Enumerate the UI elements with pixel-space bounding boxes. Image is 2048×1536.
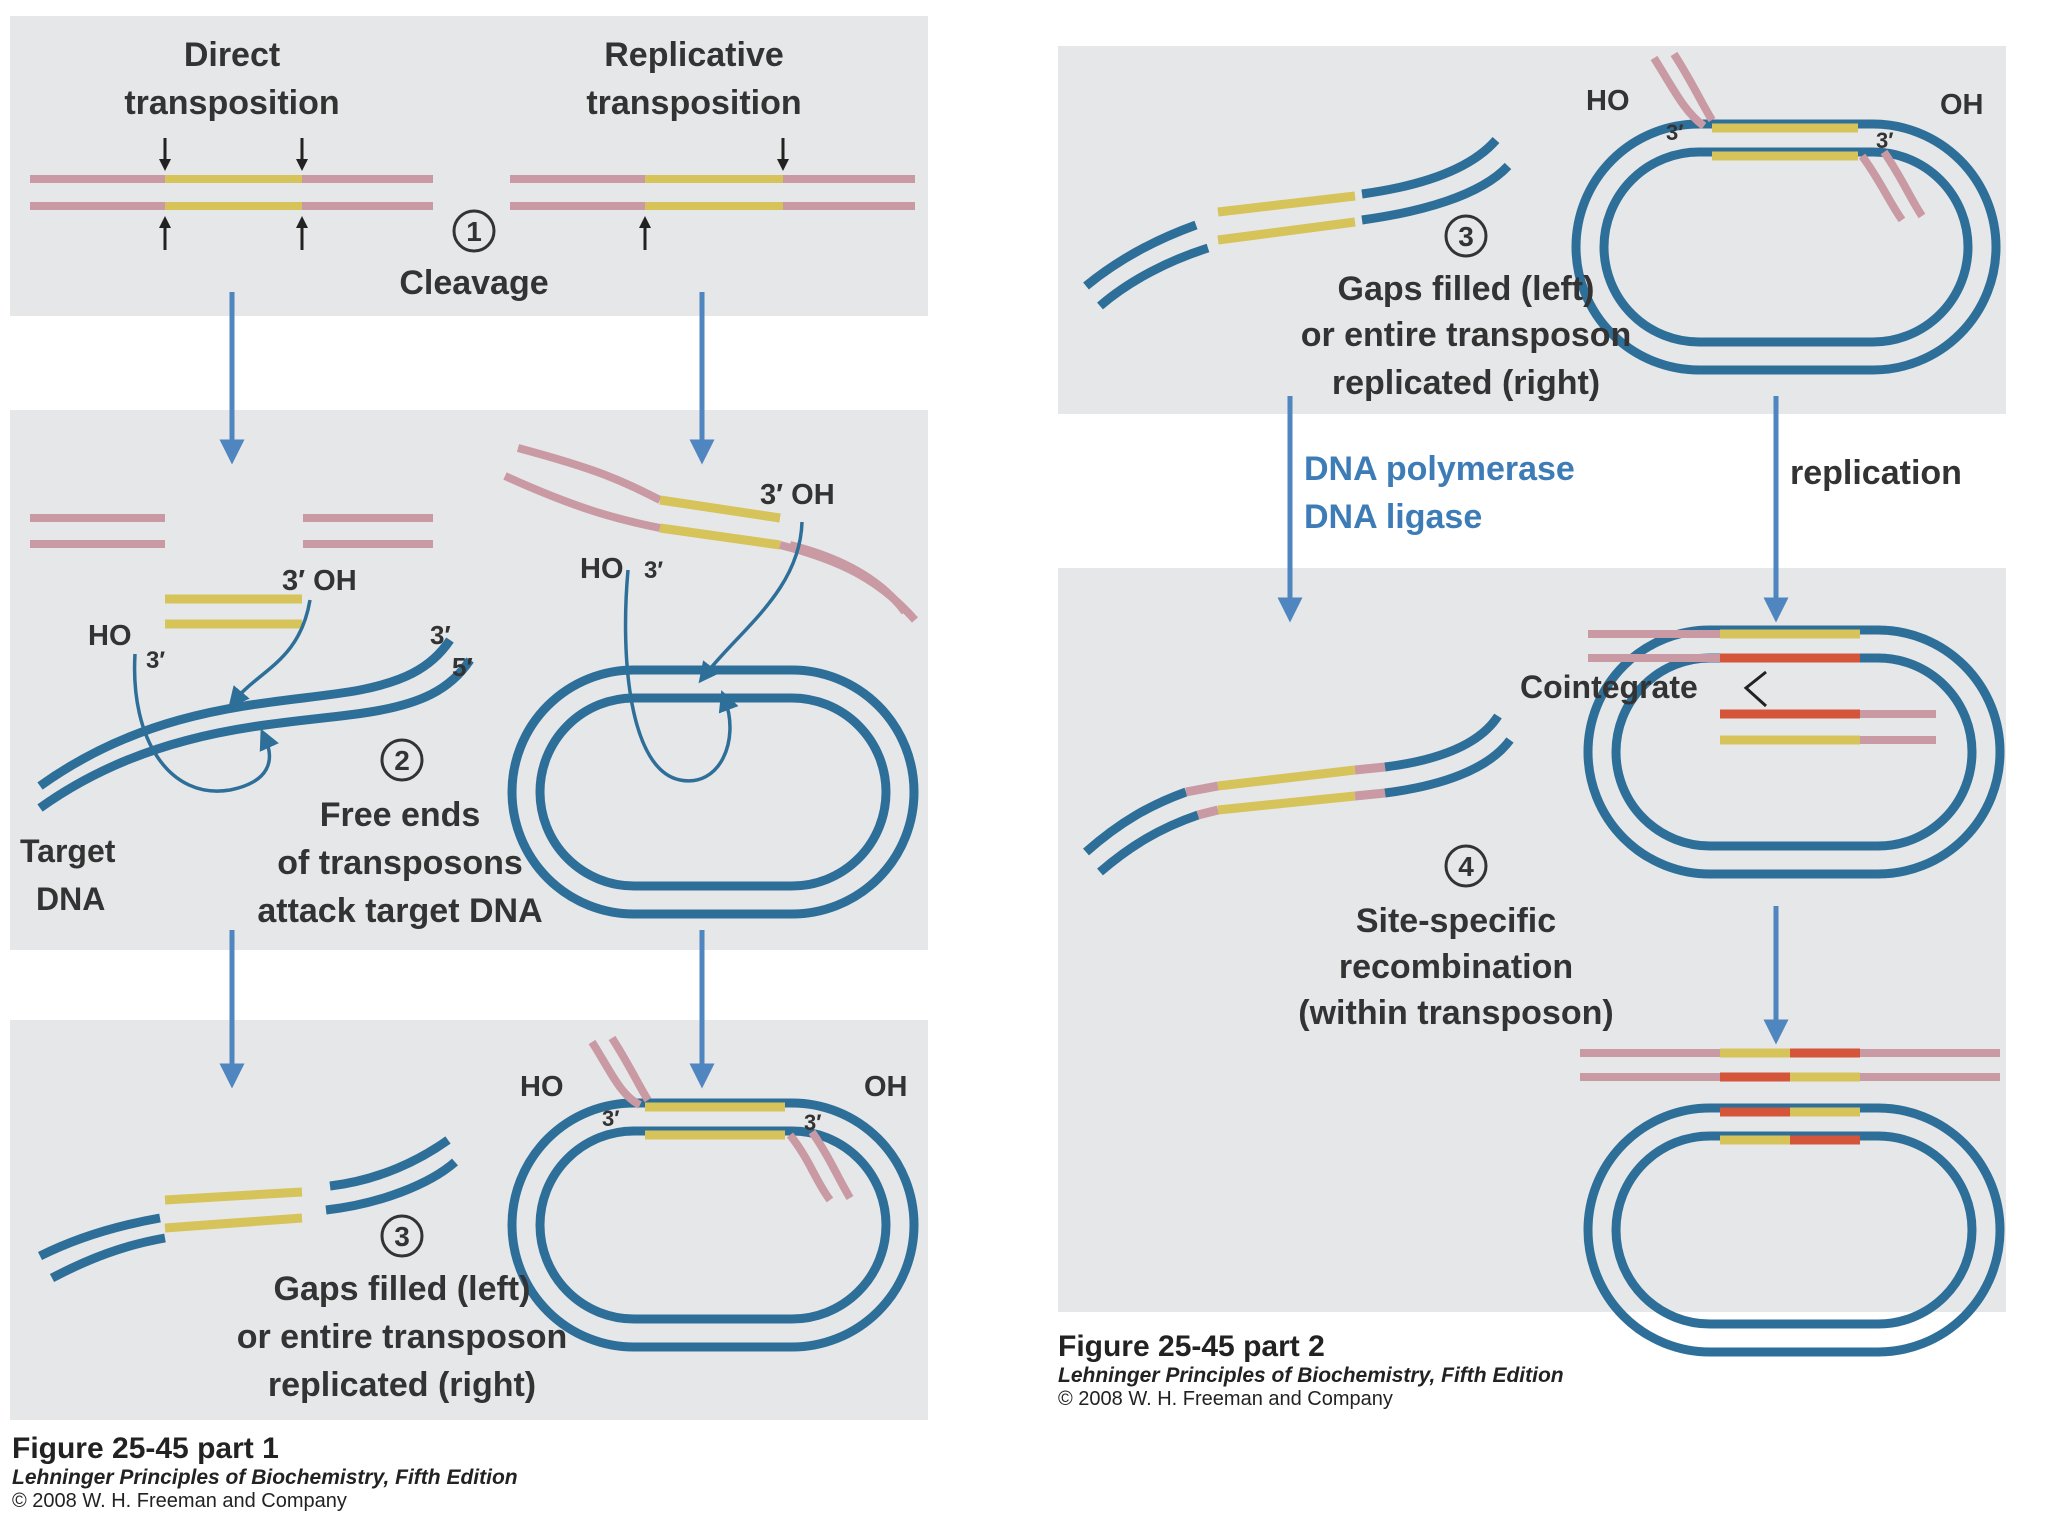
replicative-attack-arrow-left [623,569,739,783]
p2-step3-3prime-left: 3′ [1666,120,1684,145]
step2-number: 2 [394,745,410,776]
panel-p2-step4 [1058,568,2006,1312]
step2-label-line2: of transposons [277,844,523,882]
col-direct-line2: transposition [124,84,339,122]
caption-part1-copyright: © 2008 W. H. Freeman and Company [12,1490,347,1512]
direct-end-ho: HO [88,620,132,652]
replicative-attack-arrow-right [698,521,804,684]
p2-step4-number: 4 [1458,851,1474,882]
caption-part2-copyright: © 2008 W. H. Freeman and Company [1058,1388,1393,1410]
p2-step4-label-line3: (within transposon) [1298,994,1613,1032]
direct-free-transposon [165,594,302,629]
p1-step3-3prime-left: 3′ [602,1106,620,1131]
p1-step3-label-line3: replicated (right) [268,1366,536,1404]
recombination-product-plasmid [1583,1103,2005,1357]
caption-part2: Figure 25-45 part 2 Lehninger Principles… [1058,1330,1564,1411]
p1-step3-label-line1: Gaps filled (left) [274,1270,531,1308]
p2-step4-left-product [1083,713,1514,876]
p1-step3-oh: OH [864,1071,908,1103]
p2-step4-marker: 4 [1444,844,1488,888]
replicative-end-ho: HO [580,553,624,585]
cointegrate-structure [1583,625,2005,879]
p2-step3-ho: HO [1586,85,1630,117]
target-dna [37,637,474,812]
panel-p1-step3 [10,1020,928,1420]
p2-step3-oh: OH [1940,89,1984,121]
flow-arrows-p2-a [1277,396,1789,623]
p1-step3-marker: 3 [380,1214,424,1258]
replicative-end-3prime: 3′ [644,557,663,584]
col-replicative-line1: Replicative [604,36,784,74]
step1-number: 1 [466,216,482,247]
p2-step4-label-line1: Site-specific [1356,902,1556,940]
replicative-cleaved-duplex [503,444,919,623]
caption-part1-book: Lehninger Principles of Biochemistry, Fi… [12,1466,518,1489]
step2-label-line1: Free ends [320,796,481,834]
direct-cleavage-arrows [159,138,308,250]
cointegrate-bracket [1743,670,1768,708]
target-label-line1: Target [20,833,116,869]
p2-step3-label-line2: or entire transposon [1301,316,1632,354]
step2-marker: 2 [380,738,424,782]
enzyme-label-ligase: DNA ligase [1304,498,1482,536]
flow-arrows-p1-a [219,292,715,465]
step1-label: Cleavage [399,264,548,302]
direct-attack-arrow-left [132,653,279,793]
col-replicative-line2: transposition [586,84,801,122]
p2-step3-label-line1: Gaps filled (left) [1338,270,1595,308]
replication-label: replication [1790,454,1962,492]
direct-dna-duplex [30,175,433,210]
replicative-dna-duplex [510,175,915,210]
caption-part2-title: Figure 25-45 part 2 [1058,1330,1325,1363]
col-direct-line1: Direct [184,36,280,74]
direct-excised-host-ends [30,514,433,548]
replicative-step3-plasmid [507,1035,919,1352]
p1-step3-ho: HO [520,1071,564,1103]
step2-label-line3: attack target DNA [257,892,542,930]
flow-arrows-p1-b [219,930,715,1089]
direct-step3-product [37,1136,458,1282]
p2-step3-marker: 3 [1444,214,1488,258]
recombination-product-linear [1580,1048,2000,1082]
panel-p2-step3 [1058,46,2006,414]
target-5prime: 5′ [452,652,473,682]
direct-end-3oh: 3′ OH [282,565,357,597]
p2-step4-label-line2: recombination [1339,948,1573,986]
step1-marker: 1 [452,209,496,253]
target-3prime: 3′ [430,620,451,650]
enzyme-label-polymerase: DNA polymerase [1304,450,1575,488]
cointegrate-label: Cointegrate [1520,669,1698,705]
p2-step3-label-line3: replicated (right) [1332,364,1600,402]
replicative-end-3oh: 3′ OH [760,479,835,511]
caption-part2-book: Lehninger Principles of Biochemistry, Fi… [1058,1364,1564,1387]
p2-step3-left-product [1083,136,1512,310]
p1-step3-label-line2: or entire transposon [237,1318,568,1356]
direct-end-3prime: 3′ [146,647,165,674]
target-label-line2: DNA [36,881,105,917]
caption-part1: Figure 25-45 part 1 Lehninger Principles… [12,1432,518,1513]
caption-part1-title: Figure 25-45 part 1 [12,1432,279,1465]
direct-attack-arrow-right [228,599,312,709]
p1-step3-3prime-right: 3′ [804,1110,822,1135]
panel-p1-step2 [10,410,928,950]
p2-step3-number: 3 [1458,221,1474,252]
replicative-cleavage-arrows [639,138,789,250]
p1-step3-number: 3 [394,1221,410,1252]
p2-step3-3prime-right: 3′ [1876,128,1894,153]
p2-step3-right-plasmid [1571,51,2001,375]
